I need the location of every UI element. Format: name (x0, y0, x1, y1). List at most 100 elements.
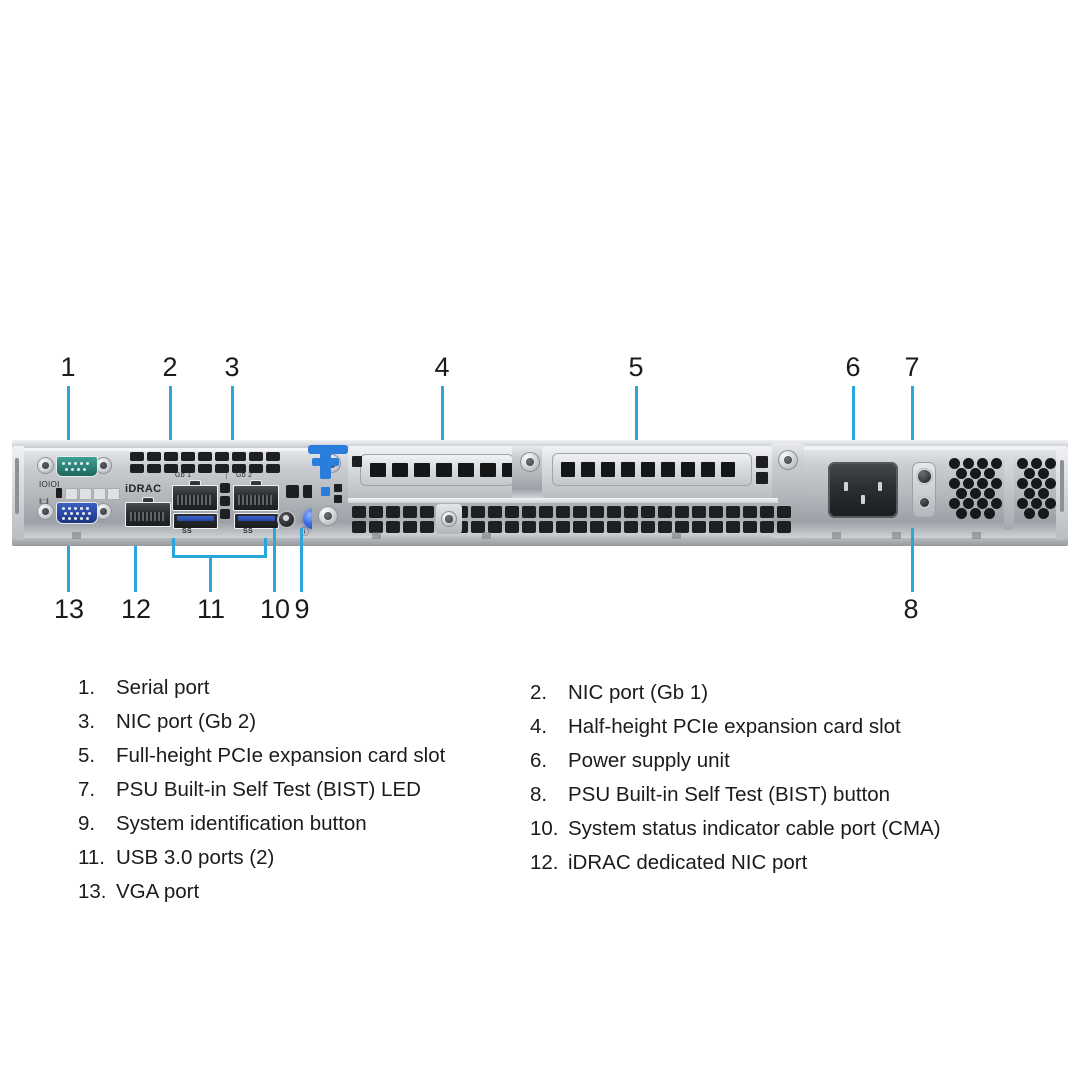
legend-item-10: 10. System status indicator cable port (… (530, 817, 941, 851)
psu-vent-right (1016, 458, 1056, 524)
leader-line-1 (67, 386, 70, 462)
chassis-vent-grid (352, 506, 791, 533)
legend-item-9: 9. System identification button (78, 812, 445, 846)
legend-item-13-label: VGA port (116, 880, 200, 903)
usb-port-1-icon: SS (182, 528, 192, 535)
leader-line-11-left-tick (172, 538, 175, 556)
callout-number-13: 13 (53, 594, 85, 624)
psu-bist-button[interactable] (918, 496, 931, 509)
legend-item-6-number: 6. (530, 749, 548, 772)
full-height-pcie-slot[interactable] (552, 453, 752, 486)
leader-line-2 (169, 386, 172, 476)
leader-line-12 (134, 546, 137, 592)
leader-line-8 (911, 528, 914, 592)
legend-item-7-number: 7. (78, 778, 96, 801)
vga-port-screw-right (95, 503, 112, 520)
legend-item-8-number: 8. (530, 783, 548, 806)
callout-number-2: 2 (162, 352, 178, 382)
callout-number-1: 1 (60, 352, 76, 382)
legend-item-6: 6. Power supply unit (530, 749, 941, 783)
legend-item-2-number: 2. (530, 681, 548, 704)
power-connector-c14[interactable] (828, 462, 898, 518)
legend-item-2: 2. NIC port (Gb 1) (530, 681, 941, 715)
legend-item-5-number: 5. (78, 744, 96, 767)
leader-line-11-right-tick (264, 538, 267, 556)
legend-item-8-label: PSU Built-in Self Test (BIST) button (568, 783, 891, 806)
callout-number-4: 4 (434, 352, 450, 382)
legend-right-column: 2. NIC port (Gb 1) 4. Half-height PCIe e… (530, 681, 941, 885)
leader-line-11 (209, 555, 212, 592)
usb-port-2[interactable] (234, 513, 279, 529)
legend-item-7: 7. PSU Built-in Self Test (BIST) LED (78, 778, 445, 812)
leader-line-6 (852, 386, 855, 458)
vga-port-screw-left (37, 503, 54, 520)
legend: 1. Serial port 3. NIC port (Gb 2) 5. Ful… (0, 676, 1080, 926)
legend-item-11-label: USB 3.0 ports (2) (116, 846, 275, 869)
legend-item-1: 1. Serial port (78, 676, 445, 710)
legend-item-4-number: 4. (530, 715, 548, 738)
usb-port-2-icon: SS (243, 528, 253, 535)
legend-item-7-label: PSU Built-in Self Test (BIST) LED (116, 778, 421, 801)
legend-item-6-label: Power supply unit (568, 749, 730, 772)
usb-port-1[interactable] (173, 513, 218, 529)
legend-item-10-label: System status indicator cable port (CMA) (568, 817, 941, 840)
idrac-port[interactable] (125, 497, 171, 527)
legend-item-13: 13. VGA port (78, 880, 445, 914)
legend-item-9-label: System identification button (116, 812, 367, 835)
legend-item-11-number: 11. (78, 846, 105, 869)
nic-port-gb2-label: Gb 2 (236, 472, 253, 479)
leader-line-10 (273, 528, 276, 592)
legend-item-10-number: 10. (530, 817, 559, 840)
leader-line-13 (67, 546, 70, 592)
server-rear-chassis: IOIOI I□I iDRAC Gb 1 (12, 440, 1068, 546)
io-vent-grid (130, 452, 280, 473)
serial-port-icon: IOIOI (39, 480, 60, 489)
legend-item-4: 4. Half-height PCIe expansion card slot (530, 715, 941, 749)
callout-number-9: 9 (294, 594, 310, 624)
leader-line-7 (911, 386, 914, 480)
psu-bist-led[interactable] (916, 468, 933, 485)
legend-item-4-label: Half-height PCIe expansion card slot (568, 715, 901, 738)
vga-port-icon: I□I (39, 497, 50, 506)
leader-line-3 (231, 386, 234, 476)
callout-number-5: 5 (628, 352, 644, 382)
legend-item-3-number: 3. (78, 710, 96, 733)
callout-number-8: 8 (903, 594, 919, 624)
leader-line-9 (300, 528, 303, 592)
legend-item-1-number: 1. (78, 676, 96, 699)
cma-port[interactable] (277, 510, 296, 529)
legend-item-3-label: NIC port (Gb 2) (116, 710, 257, 733)
vga-port[interactable] (56, 502, 98, 524)
serial-port-screw-right (95, 457, 112, 474)
leader-line-11-bracket (172, 555, 267, 558)
nic-port-gb1[interactable] (172, 480, 218, 511)
callout-number-12: 12 (120, 594, 152, 624)
callout-number-11: 11 (196, 594, 226, 624)
legend-item-13-number: 13. (78, 880, 107, 903)
idrac-label: iDRAC (125, 483, 162, 495)
legend-item-1-label: Serial port (116, 676, 210, 699)
legend-item-12-label: iDRAC dedicated NIC port (568, 851, 808, 874)
callout-number-6: 6 (845, 352, 861, 382)
legend-item-2-label: NIC port (Gb 1) (568, 681, 709, 704)
riser-latch-stem[interactable] (320, 453, 331, 479)
legend-item-3: 3. NIC port (Gb 2) (78, 710, 445, 744)
nic-port-gb2[interactable] (233, 480, 279, 511)
riser-latch-handle[interactable] (308, 445, 348, 454)
legend-item-5-label: Full-height PCIe expansion card slot (116, 744, 446, 767)
leader-line-5 (635, 386, 638, 466)
callout-number-7: 7 (904, 352, 920, 382)
nic-port-gb1-label: Gb 1 (175, 472, 192, 479)
legend-item-5: 5. Full-height PCIe expansion card slot (78, 744, 445, 778)
legend-item-12-number: 12. (530, 851, 559, 874)
serial-port-screw-left (37, 457, 54, 474)
leader-line-4 (441, 386, 444, 466)
serial-port[interactable] (56, 456, 98, 477)
legend-item-8: 8. PSU Built-in Self Test (BIST) button (530, 783, 941, 817)
psu-handle[interactable] (1004, 454, 1014, 530)
legend-item-12: 12. iDRAC dedicated NIC port (530, 851, 941, 885)
psu-vent-left (948, 458, 1004, 524)
legend-item-11: 11. USB 3.0 ports (2) (78, 846, 445, 880)
half-height-pcie-slot[interactable] (360, 454, 518, 486)
